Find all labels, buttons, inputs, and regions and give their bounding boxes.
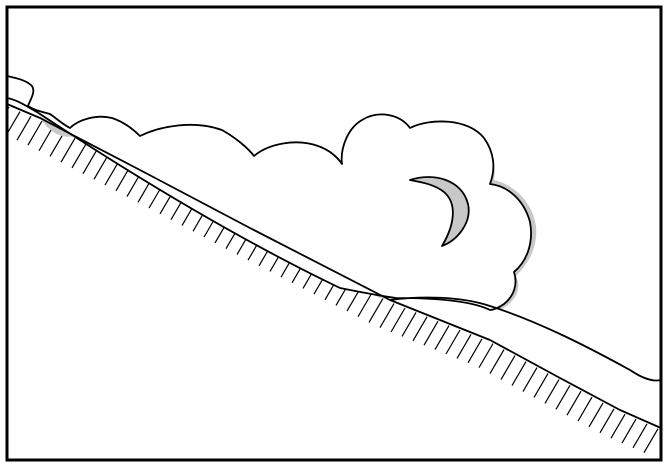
hatch-line <box>599 408 615 434</box>
hatch-line <box>60 137 76 163</box>
hatch-line <box>533 373 549 398</box>
hatch-line <box>412 316 428 342</box>
snow-surface-line <box>389 296 661 382</box>
hatch-line <box>632 423 648 449</box>
hatch-line <box>489 349 505 374</box>
hatch-line <box>511 361 527 386</box>
diagram-frame <box>5 5 663 462</box>
hatch-line <box>577 396 593 422</box>
hatch-line <box>93 155 109 180</box>
hatch-line <box>610 413 626 439</box>
hatch-line <box>544 379 560 404</box>
hatch-line <box>555 385 571 410</box>
hatch-line <box>445 329 461 355</box>
powder-cloud <box>7 75 532 311</box>
hatch-line <box>104 160 120 186</box>
hatch-line <box>379 303 395 328</box>
hatch-line <box>456 334 472 359</box>
hatch-line <box>71 143 87 169</box>
hatch-line <box>49 132 65 157</box>
hatch-line <box>357 292 373 318</box>
hatch-line <box>423 320 439 346</box>
hatch-line <box>500 355 516 380</box>
hatch-line <box>16 115 32 141</box>
hatch-line <box>434 325 450 350</box>
ground-hatching <box>7 106 659 453</box>
hatch-line <box>566 390 582 416</box>
hatch-line <box>38 126 54 152</box>
hatch-line <box>643 428 659 453</box>
hatch-line <box>368 298 384 323</box>
hatch-line <box>467 338 483 364</box>
hatch-line <box>390 307 406 333</box>
hatch-line <box>478 343 494 368</box>
hatch-line <box>27 120 43 146</box>
cloud-curl <box>409 176 470 247</box>
hatch-line <box>82 149 98 174</box>
hatch-line <box>621 418 637 444</box>
hatch-line <box>522 367 538 392</box>
hatch-line <box>588 402 604 428</box>
hatch-line <box>401 312 417 337</box>
